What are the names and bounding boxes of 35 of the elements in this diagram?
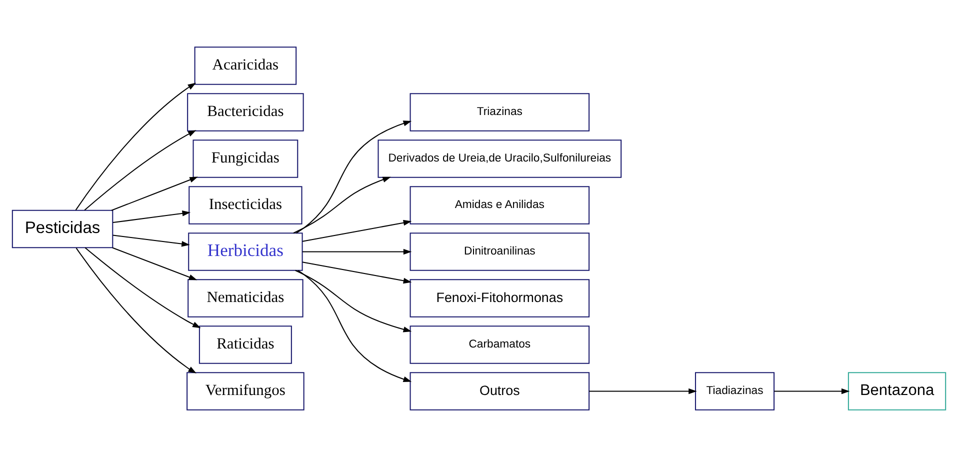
node-box: Raticidas [198,325,292,364]
node-box: Dinitroanilinas [410,232,590,270]
node-box: Bentazona [848,372,946,410]
arrow [298,270,412,382]
node-box: Pesticidas [12,209,114,248]
arrow [75,82,196,210]
arrow [302,248,412,254]
arrow [76,247,196,373]
node-box: Bactericidas [187,92,304,131]
arrow [295,269,412,332]
arrow [293,176,391,234]
node-box: Outros [410,372,590,410]
arrow [84,246,201,328]
arrow [112,246,198,280]
node-box: Vermifungos [186,372,304,410]
node-box: Amidas e Anilidas [410,186,590,224]
node-box: Carbamatos [410,325,590,364]
node-box: Herbicidas [188,232,303,270]
node-box: Tiadiazinas [694,372,775,410]
node-box: Derivados de Ureia,de Uracilo,Sulfonilureias [378,139,622,178]
node-box: Fungicidas [192,139,298,178]
arrow [302,261,412,284]
arrow [112,234,190,246]
arrow [84,130,196,210]
arrow [774,388,850,394]
node-box: Fenoxi-Fitohormonas [410,278,590,317]
arrow [302,219,412,242]
arrow [111,176,198,210]
node-box: Nematicidas [188,278,304,317]
arrow [112,210,191,223]
node-box: Acaricidas [194,46,297,84]
node-box: Triazinas [410,92,590,131]
arrow [589,388,697,394]
node-box: Insecticidas [188,186,302,224]
arrow [296,120,412,234]
